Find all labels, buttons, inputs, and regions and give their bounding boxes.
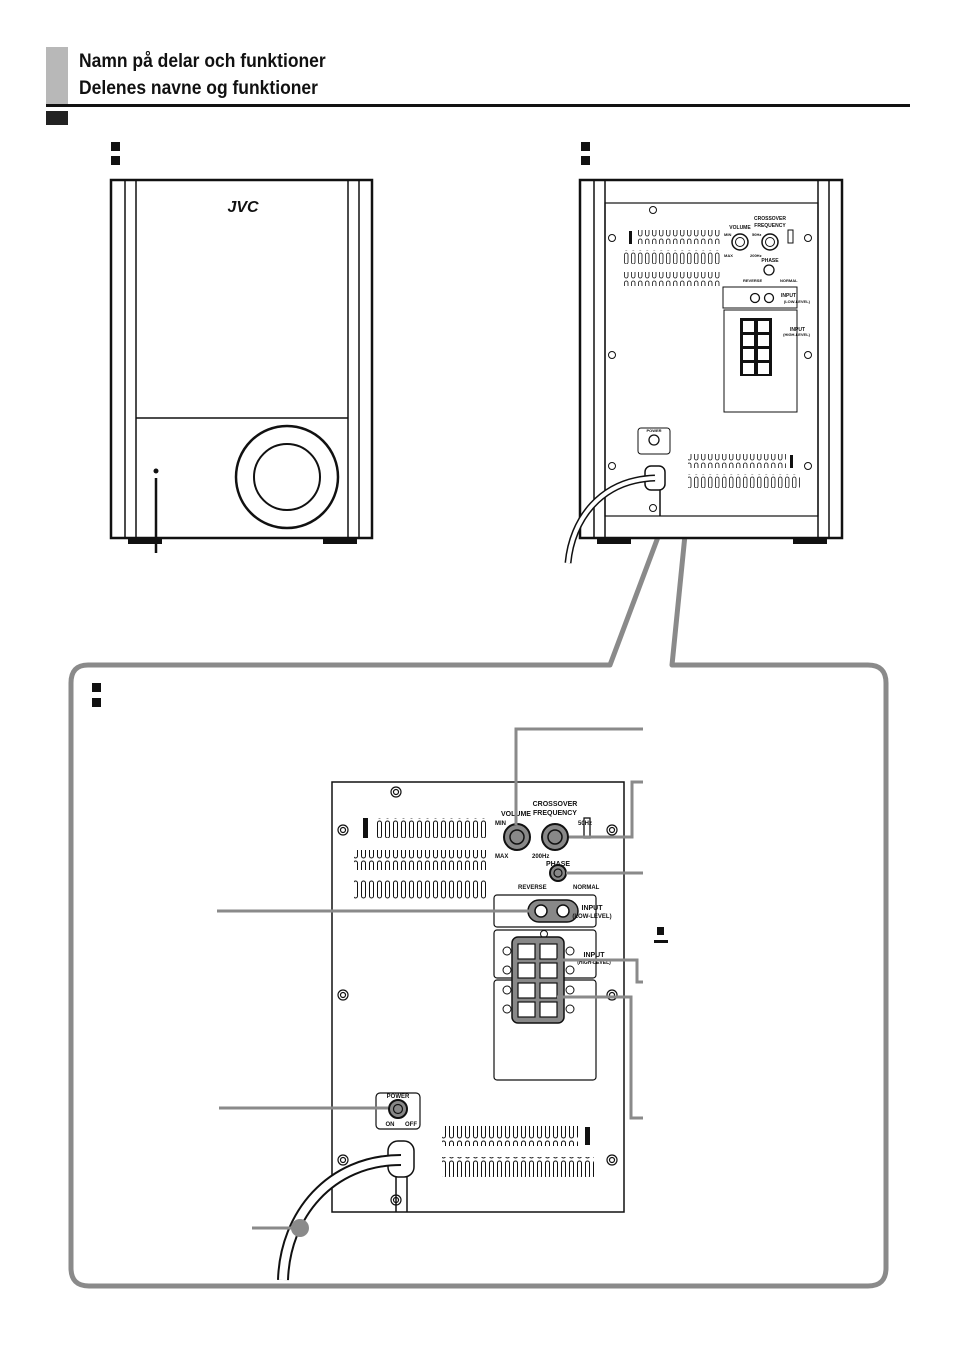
detail-reverse-label: REVERSE [518, 885, 547, 891]
detail-50hz-label: 50Hz [578, 821, 592, 827]
rear-input-label-high: INPUT [790, 327, 805, 333]
detail-off-label: OFF [405, 1122, 417, 1128]
detail-input-low-label: INPUT [582, 905, 604, 912]
rear-phase-label: PHASE [761, 258, 779, 264]
detail-label-marker-2 [92, 698, 101, 707]
crossover-callout [569, 780, 643, 839]
detail-200hz-label: 200Hz [532, 854, 549, 860]
detail-input-high-label: INPUT [584, 952, 606, 959]
front-label-marker-2 [111, 156, 120, 165]
rear-min-label: MIN [724, 232, 731, 237]
rear-200hz-label: 200Hz [750, 253, 762, 258]
front-brand-logo: JVC [227, 199, 259, 216]
section-marker [46, 111, 68, 125]
detail-on-label: ON [386, 1122, 395, 1128]
detail-crossover-label-2: FREQUENCY [533, 810, 577, 817]
zoom-callout [68, 502, 889, 1289]
detail-high-level-label: (HIGH-LEVEL) [577, 960, 611, 966]
rear-low-level-label: (LOW-LEVEL) [784, 299, 811, 304]
rear-label-marker-2 [581, 156, 590, 165]
rear-view: VOLUME CROSSOVER FREQUENCY MIN MAX 50Hz … [564, 178, 844, 564]
front-view: JVC [109, 178, 374, 553]
detail-phase-label: PHASE [546, 861, 570, 868]
page-title: Namn på delar och funktioner Delenes nav… [79, 48, 326, 102]
header-accent-bar [46, 47, 68, 104]
detail-low-level-label: (LOW-LEVEL) [572, 914, 611, 920]
rear-panel-detail: VOLUME CROSSOVER FREQUENCY MIN MAX 50Hz … [277, 781, 625, 1281]
rear-high-level-label: (HIGH-LEVEL) [783, 332, 811, 337]
detail-crossover-label-1: CROSSOVER [533, 801, 578, 808]
detail-label-marker-1 [92, 683, 101, 692]
rear-label-marker-1 [581, 142, 590, 151]
rear-input-label-low: INPUT [781, 293, 796, 299]
volume-callout [514, 727, 643, 825]
detail-max-label: MAX [495, 854, 508, 860]
high-level-input-callout-2 [557, 995, 643, 1120]
detail-min-label: MIN [495, 821, 506, 827]
rear-reverse-label: REVERSE [743, 278, 762, 283]
detail-normal-label: NORMAL [573, 885, 600, 891]
rear-volume-label: VOLUME [729, 225, 751, 231]
high-level-input-callout-1 [557, 958, 643, 984]
rear-normal-label: NORMAL [780, 278, 798, 283]
header-rule [46, 104, 910, 107]
page-title-line-1: Namn på delar och funktioner [79, 51, 326, 72]
rear-power-label: POWER [646, 428, 661, 433]
rear-max-label: MAX [724, 253, 733, 258]
page-title-line-2: Delenes navne og funktioner [79, 78, 318, 99]
front-label-marker-1 [111, 142, 120, 151]
rear-50hz-label: 50Hz [752, 232, 761, 237]
detail-power-label: POWER [387, 1094, 410, 1100]
switch-symbol-icon [654, 927, 668, 943]
rear-crossover-label-1: CROSSOVER [754, 216, 786, 222]
rear-crossover-label-2: FREQUENCY [754, 223, 786, 229]
callout-lines [217, 727, 643, 1230]
